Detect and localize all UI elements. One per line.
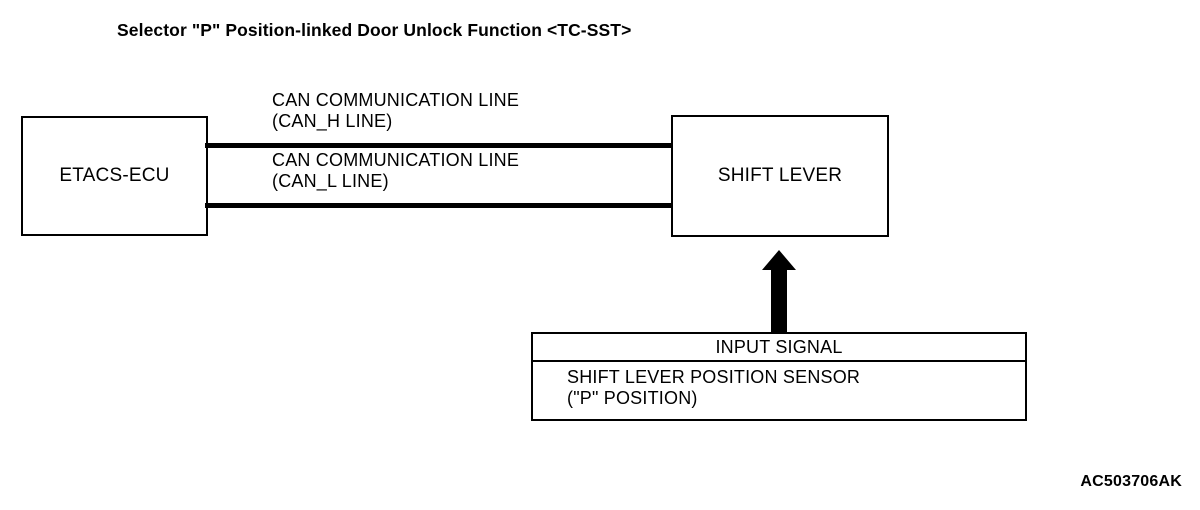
can-h-connector-line	[205, 143, 675, 148]
can-h-line-label-line1: CAN COMMUNICATION LINE	[272, 90, 520, 110]
can-h-line-label-line2: (CAN_H LINE)	[272, 111, 393, 131]
can-l-line-label: CAN COMMUNICATION LINE (CAN_L LINE)	[272, 150, 519, 192]
up-arrow-icon	[762, 250, 796, 334]
reference-code: AC503706AK	[1080, 473, 1182, 490]
input-signal-body-line2: ("P" POSITION)	[567, 388, 698, 408]
diagram-title: Selector "P" Position-linked Door Unlock…	[117, 20, 632, 40]
can-l-line-label-line1: CAN COMMUNICATION LINE	[272, 150, 520, 170]
can-l-line-label-line2: (CAN_L LINE)	[272, 171, 389, 191]
node-shift-lever-label: SHIFT LEVER	[717, 165, 843, 187]
input-signal-body: SHIFT LEVER POSITION SENSOR ("P" POSITIO…	[533, 362, 1025, 419]
input-signal-body-line1: SHIFT LEVER POSITION SENSOR	[567, 367, 861, 387]
input-signal-box: INPUT SIGNAL SHIFT LEVER POSITION SENSOR…	[531, 332, 1027, 421]
node-etacs-ecu-label: ETACS-ECU	[59, 165, 170, 187]
input-signal-header: INPUT SIGNAL	[533, 334, 1025, 362]
node-etacs-ecu: ETACS-ECU	[21, 116, 208, 236]
can-l-connector-line	[205, 203, 675, 208]
can-h-line-label: CAN COMMUNICATION LINE (CAN_H LINE)	[272, 90, 519, 132]
node-shift-lever: SHIFT LEVER	[671, 115, 889, 237]
